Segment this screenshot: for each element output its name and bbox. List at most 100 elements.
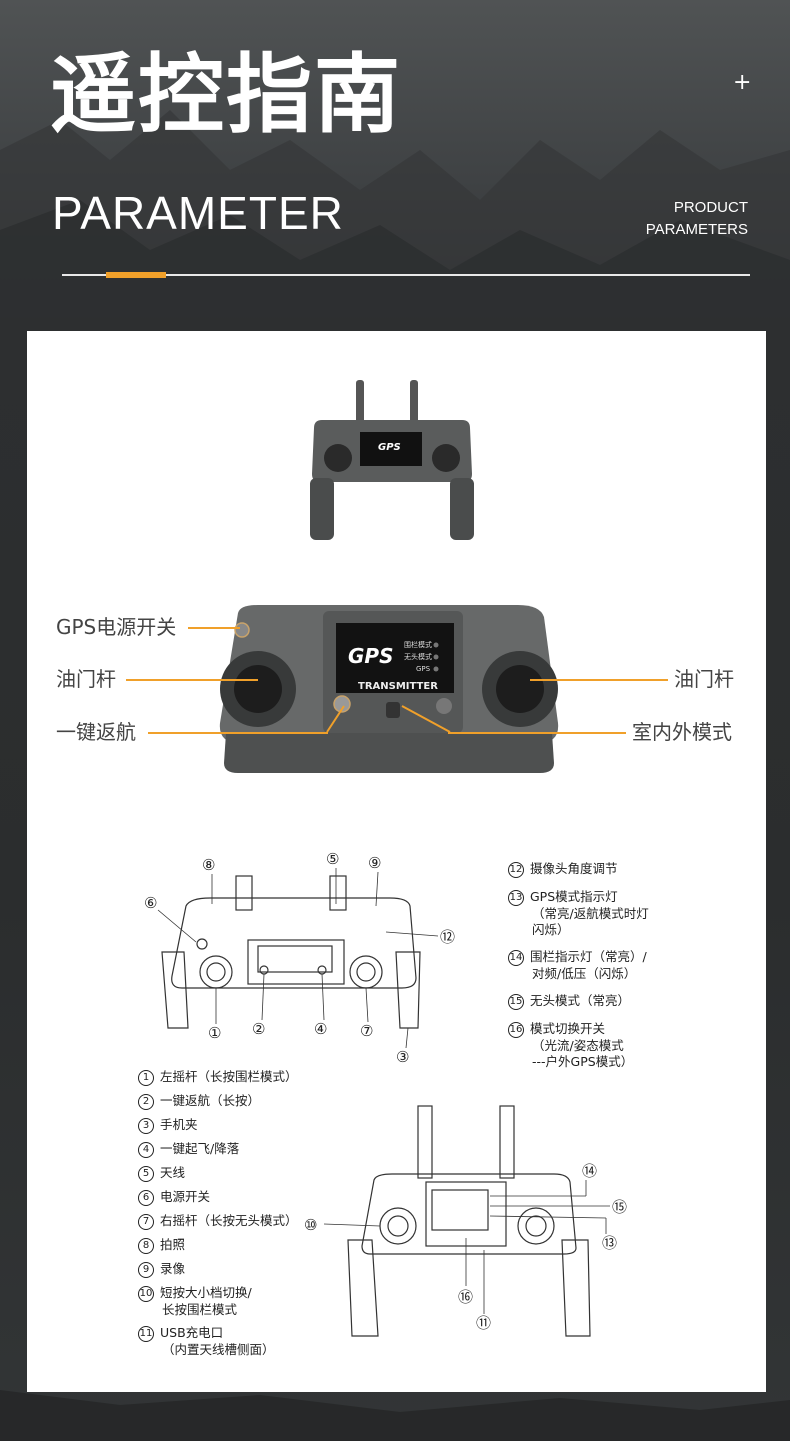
legend-item: 9 录像 xyxy=(138,1261,185,1278)
product-label-line2: PARAMETERS xyxy=(645,221,748,238)
legend-item: 10 短按大小档切换/长按围栏模式 xyxy=(138,1285,252,1318)
screen-item-headless: 无头模式 xyxy=(404,652,432,661)
legend-number: 10 xyxy=(138,1285,154,1302)
diagram2-num-13: ⑬ xyxy=(602,1234,617,1252)
diagram1-num-7: ⑦ xyxy=(360,1022,373,1040)
callout-indoor-outdoor: 室内外模式 xyxy=(632,720,732,744)
legend-item: 12 摄像头角度调节 xyxy=(508,861,618,878)
legend-item: 16 模式切换开关（光流/姿态模式---户外GPS模式） xyxy=(508,1021,633,1070)
screen-item-fence: 围栏模式 xyxy=(404,640,432,649)
leader-gps-power xyxy=(188,627,240,629)
legend-text: 长按围栏模式 xyxy=(162,1301,238,1317)
leader-indoor-outdoor xyxy=(448,732,626,734)
callout-return-home: 一键返航 xyxy=(56,720,136,744)
diagram1-num-6: ⑥ xyxy=(144,894,157,912)
legend-item: 1 左摇杆（长按围栏模式） xyxy=(138,1069,298,1086)
legend-item: 2 一键返航（长按） xyxy=(138,1093,260,1110)
diagram1-num-9: ⑨ xyxy=(368,854,381,872)
legend-text: 摄像头角度调节 xyxy=(530,861,618,876)
large-screen-brand: GPS xyxy=(348,644,393,668)
legend-text: 一键起飞/降落 xyxy=(160,1141,240,1156)
plus-icon[interactable]: + xyxy=(733,70,752,95)
legend-text: 天线 xyxy=(160,1165,186,1180)
page-title: 遥控指南 xyxy=(50,45,402,145)
legend-text: 围栏指示灯（常亮）/ xyxy=(530,949,647,964)
large-screen-sub: TRANSMITTER xyxy=(358,681,438,692)
diagram1-num-3: ③ xyxy=(396,1048,409,1066)
diagram2-num-10: ⑩ xyxy=(304,1216,317,1234)
legend-number: 15 xyxy=(508,993,524,1010)
product-parameters-label: PRODUCT PARAMETERS xyxy=(646,197,748,241)
legend-item: 14 围栏指示灯（常亮）/对频/低压（闪烁） xyxy=(508,949,647,982)
leader-return-home-diag xyxy=(326,705,345,733)
legend-text: 闪烁） xyxy=(532,921,570,937)
legend-text: 拍照 xyxy=(160,1237,186,1252)
legend-text: 右摇杆（长按无头模式） xyxy=(160,1213,298,1228)
legend-text: 左摇杆（长按围栏模式） xyxy=(160,1069,298,1084)
legend-number: 3 xyxy=(138,1117,154,1134)
legend-number: 13 xyxy=(508,889,524,906)
leader-return-home xyxy=(148,732,328,734)
header-divider xyxy=(62,274,750,276)
legend-text: USB充电口 xyxy=(160,1325,224,1340)
callout-throttle-left: 油门杆 xyxy=(56,667,116,691)
legend-number: 1 xyxy=(138,1069,154,1086)
legend-number: 16 xyxy=(508,1021,524,1038)
legend-number: 8 xyxy=(138,1237,154,1254)
legend-item: 8 拍照 xyxy=(138,1237,185,1254)
remote-small-photo: GPS xyxy=(310,380,474,540)
legend-text: ---户外GPS模式） xyxy=(532,1053,634,1069)
legend-number: 9 xyxy=(138,1261,154,1278)
legend-number: 7 xyxy=(138,1213,154,1230)
legend-number: 14 xyxy=(508,949,524,966)
diagram1-num-8: ⑧ xyxy=(202,856,215,874)
legend-item: 6 电源开关 xyxy=(138,1189,210,1206)
diagram1-num-5: ⑤ xyxy=(326,850,339,868)
legend-number: 2 xyxy=(138,1093,154,1110)
section-subtitle: PARAMETER xyxy=(52,187,344,239)
line-diagram-back: ⑭ ⑮ ⑬ ⑩ ⑯ ⑪ xyxy=(304,1105,627,1337)
legend-number: 4 xyxy=(138,1141,154,1158)
diagram2-num-15: ⑮ xyxy=(612,1198,627,1216)
legend-item: 11 USB充电口（内置天线槽侧面） xyxy=(138,1325,275,1358)
legend-text: 手机夹 xyxy=(160,1117,198,1132)
legend-number: 11 xyxy=(138,1325,154,1342)
legend-text: 对频/低压（闪烁） xyxy=(532,965,637,981)
leader-throttle-left xyxy=(126,679,258,681)
legend-item: 13 GPS模式指示灯（常亮/返航模式时灯闪烁） xyxy=(508,889,649,938)
diagram1-num-2: ② xyxy=(252,1020,265,1038)
legend-item: 7 右摇杆（长按无头模式） xyxy=(138,1213,298,1230)
diagram2-num-14: ⑭ xyxy=(582,1162,597,1180)
diagram1-num-1: ① xyxy=(208,1024,221,1042)
line-diagram-front: ⑧ ⑤ ⑨ ⑥ ⑫ ① ② ④ ⑦ ③ xyxy=(144,850,455,1066)
remote-large-photo: GPS TRANSMITTER 围栏模式 无头模式 GPS xyxy=(219,605,559,773)
legend-text: GPS模式指示灯 xyxy=(530,889,618,904)
header-accent-bar xyxy=(106,272,166,278)
legend-number: 12 xyxy=(508,861,524,878)
diagram1-num-4: ④ xyxy=(314,1020,327,1038)
diagram2-num-11: ⑪ xyxy=(476,1314,491,1332)
leader-throttle-right xyxy=(530,679,668,681)
diagram2-num-16: ⑯ xyxy=(458,1288,473,1306)
legend-text: 短按大小档切换/ xyxy=(160,1285,252,1300)
legend-text: 无头模式（常亮） xyxy=(530,993,631,1008)
legend-number: 6 xyxy=(138,1189,154,1206)
leader-indoor-outdoor-diag xyxy=(401,705,451,733)
legend-text: （常亮/返航模式时灯 xyxy=(532,905,649,921)
diagram1-num-12: ⑫ xyxy=(440,928,455,946)
legend-text: 一键返航（长按） xyxy=(160,1093,261,1108)
small-screen-brand: GPS xyxy=(378,442,401,453)
legend-item: 5 天线 xyxy=(138,1165,185,1182)
legend-item: 3 手机夹 xyxy=(138,1117,198,1134)
legend-text: 录像 xyxy=(160,1261,186,1276)
legend-item: 4 一键起飞/降落 xyxy=(138,1141,239,1158)
legend-text: 电源开关 xyxy=(160,1189,211,1204)
product-label-line1: PRODUCT xyxy=(673,199,748,216)
callout-gps-power: GPS电源开关 xyxy=(56,615,177,639)
legend-text: （内置天线槽侧面） xyxy=(162,1341,275,1357)
legend-text: （光流/姿态模式 xyxy=(532,1037,624,1053)
callout-throttle-right: 油门杆 xyxy=(674,667,734,691)
legend-item: 15 无头模式（常亮） xyxy=(508,993,630,1010)
legend-number: 5 xyxy=(138,1165,154,1182)
legend-text: 模式切换开关 xyxy=(530,1021,606,1036)
